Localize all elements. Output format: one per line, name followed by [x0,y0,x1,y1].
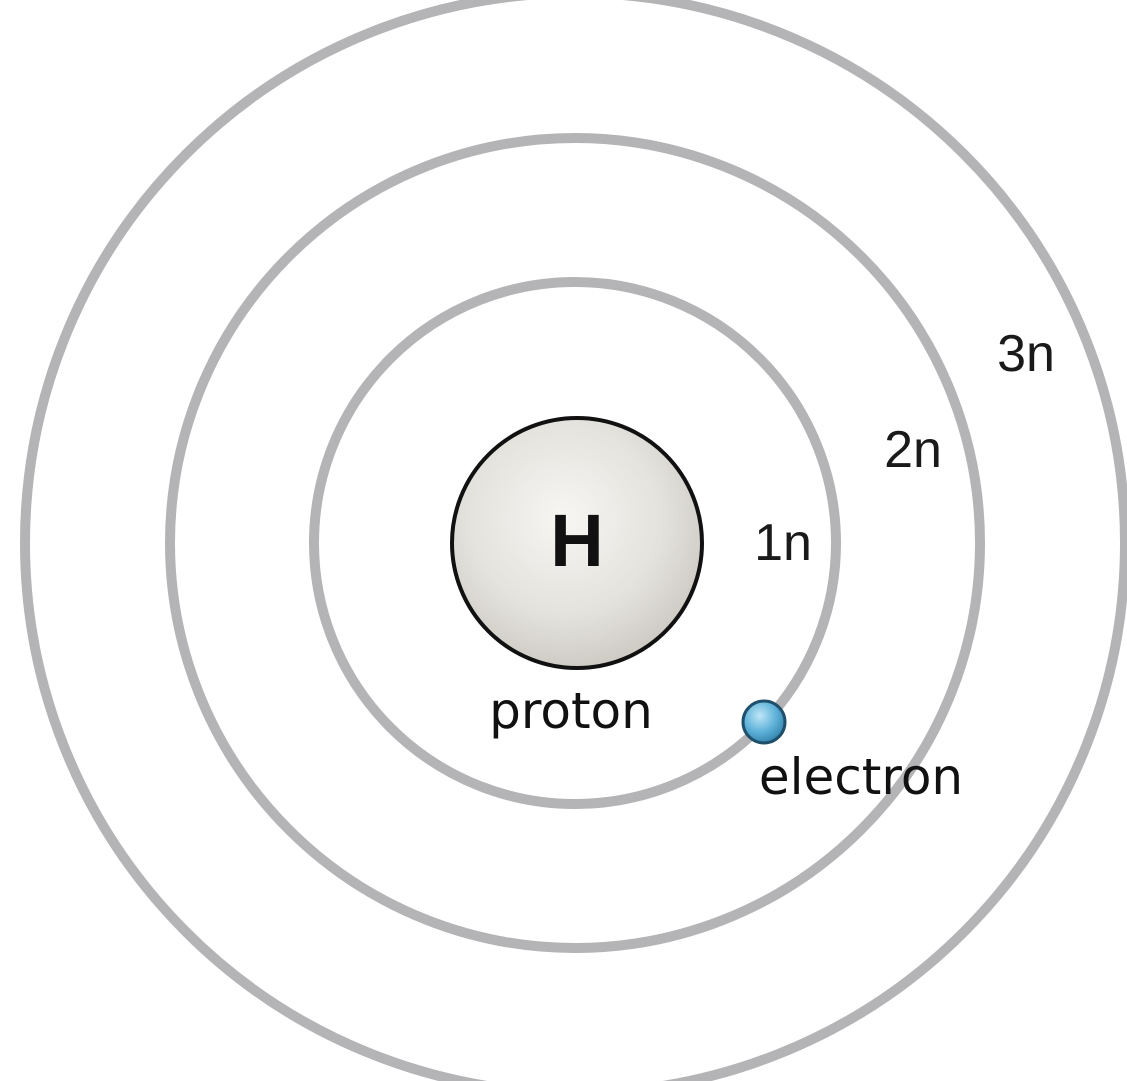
shell-2n-orbit [165,133,985,953]
proton-label: proton [489,682,653,740]
nucleus-symbol: H [550,499,603,582]
shell-label-3n: 3n [997,325,1055,383]
shell-3n-orbit [20,0,1127,1081]
shell-1n-orbit [309,277,841,809]
electron-label: electron [759,748,963,806]
shell-label-1n: 1n [754,514,812,572]
nucleus-proton [450,416,704,670]
shell-label-2n: 2n [884,421,942,479]
electron [741,699,787,745]
